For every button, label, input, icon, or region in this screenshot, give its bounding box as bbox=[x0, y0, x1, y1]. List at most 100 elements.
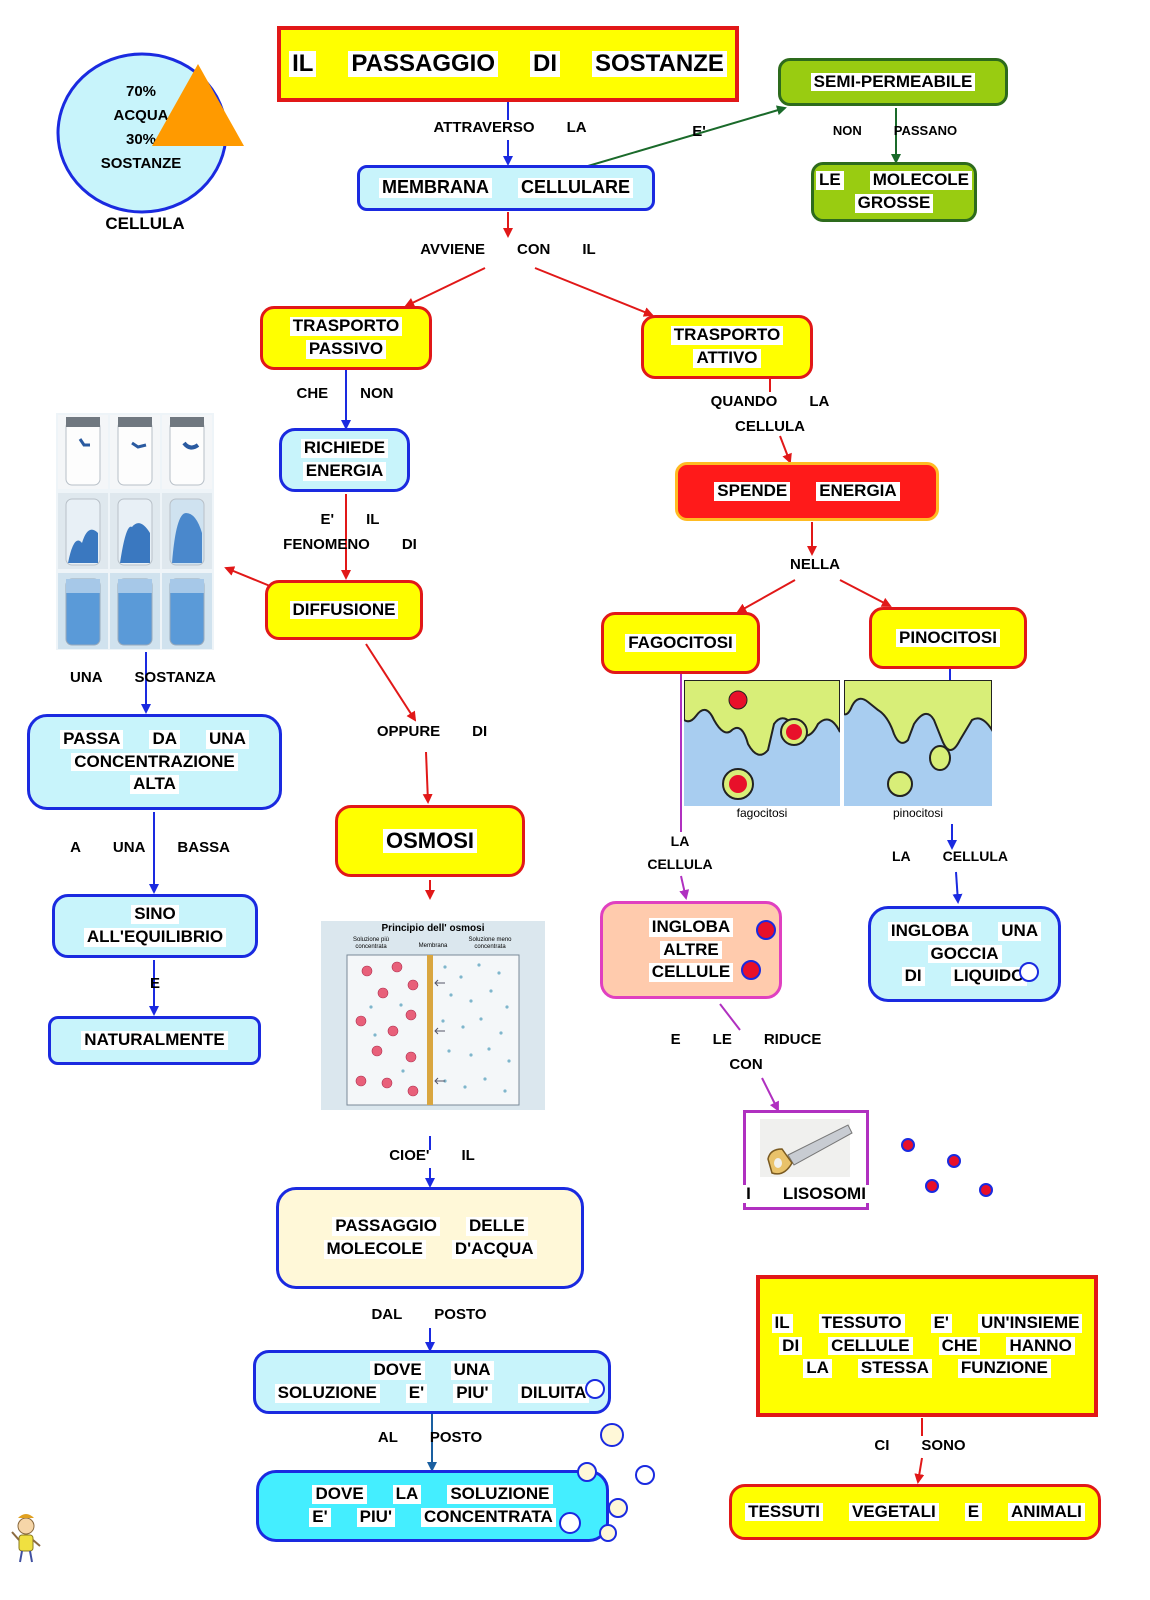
link-label-word: DI bbox=[401, 535, 417, 553]
link-label-line: CON bbox=[676, 1055, 816, 1076]
link-label-word: OPPURE bbox=[376, 723, 441, 740]
link-label-line: E bbox=[140, 974, 170, 995]
arrow-nella-fagocitosi bbox=[736, 579, 796, 613]
node-text-word: INGLOBA bbox=[648, 917, 734, 937]
link-label-line: OPPURE DI bbox=[370, 722, 494, 743]
link-label-word: IL bbox=[366, 511, 380, 528]
node-text-word: CELLULARE bbox=[518, 177, 633, 198]
node-text-word: CHE bbox=[938, 1336, 981, 1356]
node-text-word: CELLULE bbox=[648, 963, 734, 983]
node-text-word: UNA bbox=[998, 921, 1042, 941]
arrow-nella-pinocitosi bbox=[839, 579, 892, 607]
node-text-word: STESSA bbox=[857, 1359, 932, 1379]
node-text-word: VEGETALI bbox=[848, 1502, 939, 1522]
arrow-diffusione-photo bbox=[224, 566, 271, 587]
mascot-icon bbox=[11, 1514, 41, 1563]
label-e-apostrophe: E' bbox=[684, 122, 714, 143]
saw-icon bbox=[760, 1119, 853, 1177]
link-label-word: ATTRAVERSO bbox=[433, 119, 535, 136]
arrow-cisono-tessuti bbox=[914, 1457, 925, 1484]
link-label-word: POSTO bbox=[434, 1306, 487, 1323]
link-label-word: A bbox=[70, 839, 81, 856]
node-text-word: SOLUZIONE bbox=[447, 1485, 553, 1504]
link-label-word: IL bbox=[582, 241, 596, 258]
node-text-line: TRASPORTO bbox=[670, 324, 784, 347]
node-text-word: SPENDE bbox=[714, 481, 791, 501]
node-text-word: DOVE bbox=[312, 1485, 367, 1504]
link-label-word: CIOE' bbox=[389, 1147, 430, 1164]
osmosi-left-label: Soluzione più concentrata bbox=[352, 937, 390, 950]
node-text-line: DOVE LA SOLUZIONE bbox=[312, 1483, 553, 1506]
node-text-word: ANIMALI bbox=[1008, 1502, 1085, 1522]
link-label-word: DI bbox=[472, 723, 488, 740]
node-text-word: E' bbox=[405, 1383, 428, 1403]
node-text-word: UNA bbox=[206, 729, 249, 749]
node-text-word: OSMOSI bbox=[382, 828, 477, 854]
link-label-word: IL bbox=[461, 1147, 475, 1164]
fagocitosi-caption: fagocitosi bbox=[736, 806, 788, 820]
node-text-word: PASSAGGIO bbox=[332, 1217, 440, 1236]
node-text-line: CELLULE bbox=[648, 961, 734, 984]
title-word-4: SOSTANZE bbox=[592, 50, 727, 78]
link-label-word: CI bbox=[874, 1437, 890, 1454]
arrow-oppure-osmosi bbox=[422, 751, 433, 804]
node-text-word: IL bbox=[771, 1313, 793, 1333]
label-ci-sono: CI SONO bbox=[864, 1436, 976, 1457]
node-text-line: SINO bbox=[131, 903, 179, 926]
node-text-word: ALTRE bbox=[660, 940, 722, 960]
node-text-word: CONCENTRATA bbox=[421, 1507, 556, 1527]
link-label-line: NELLA bbox=[780, 555, 850, 576]
node-text-word: HANNO bbox=[1006, 1336, 1075, 1356]
node-text-word: DIFFUSIONE bbox=[289, 600, 399, 620]
title-word-3: DI bbox=[530, 50, 560, 78]
link-label-word: NON bbox=[360, 385, 394, 402]
node-text-line: ALL'EQUILIBRIO bbox=[83, 926, 227, 949]
arrow-diffusione-oppure bbox=[365, 643, 417, 722]
link-label-line: E'IL bbox=[276, 510, 424, 531]
node-diffusione: DIFFUSIONE bbox=[265, 580, 423, 640]
node-text-word: PINOCITOSI bbox=[896, 628, 1000, 648]
node-text-word: LA bbox=[392, 1485, 422, 1504]
node-osmosi: OSMOSI bbox=[335, 805, 525, 877]
title-word-2: PASSAGGIO bbox=[348, 50, 498, 78]
node-text-word: GROSSE bbox=[854, 193, 934, 213]
link-label-word: E bbox=[670, 1031, 681, 1048]
link-label-word: SONO bbox=[921, 1437, 966, 1454]
link-label-word: AL bbox=[377, 1429, 398, 1446]
node-text-word: PASSIVO bbox=[305, 339, 387, 359]
node-text-word: I bbox=[743, 1184, 754, 1204]
cell-line-3: 30% bbox=[125, 131, 157, 148]
node-text-line: FAGOCITOSI bbox=[625, 632, 736, 655]
link-label-word: NON bbox=[832, 123, 862, 138]
node-text-word: DA bbox=[149, 729, 181, 749]
